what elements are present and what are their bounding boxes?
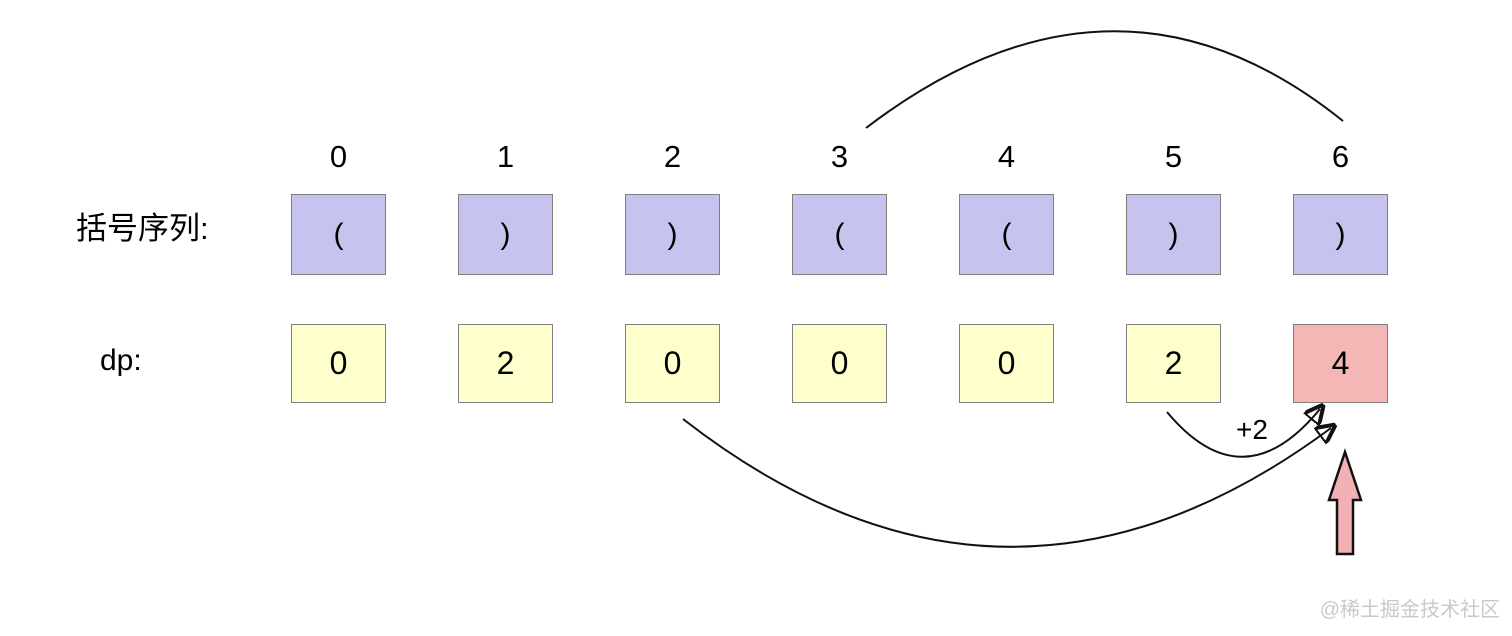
index-label-0: 0 xyxy=(329,139,348,174)
column-3: 3 ( 0 xyxy=(792,0,887,636)
index-label-4: 4 xyxy=(997,139,1016,174)
paren-cell-6: ) xyxy=(1293,194,1388,275)
paren-cell-0: ( xyxy=(291,194,386,275)
column-1: 1 ) 2 xyxy=(458,0,553,636)
watermark: @稀土掘金技术社区 xyxy=(1319,599,1500,621)
index-label-5: 5 xyxy=(1164,139,1183,174)
dp-cell-4: 0 xyxy=(959,324,1054,403)
dp-cell-1: 2 xyxy=(458,324,553,403)
paren-cell-4: ( xyxy=(959,194,1054,275)
dp-cell-6-highlighted: 4 xyxy=(1293,324,1388,403)
column-6: 6 ) 4 xyxy=(1293,0,1388,636)
column-5: 5 ) 2 xyxy=(1126,0,1221,636)
column-0: 0 ( 0 xyxy=(291,0,386,636)
paren-cell-1: ) xyxy=(458,194,553,275)
column-4: 4 ( 0 xyxy=(959,0,1054,636)
paren-cell-5: ) xyxy=(1126,194,1221,275)
dp-cell-3: 0 xyxy=(792,324,887,403)
column-2: 2 ) 0 xyxy=(625,0,720,636)
matched-pair-arc-icon xyxy=(865,30,1344,129)
dp-cell-0: 0 xyxy=(291,324,386,403)
paren-cell-2: ) xyxy=(625,194,720,275)
dp-row-label: dp: xyxy=(100,344,142,377)
paren-cell-3: ( xyxy=(792,194,887,275)
index-label-1: 1 xyxy=(496,139,515,174)
dp-cell-5: 2 xyxy=(1126,324,1221,403)
index-label-2: 2 xyxy=(663,139,682,174)
dp-cell-2: 0 xyxy=(625,324,720,403)
sequence-row-label: 括号序列: xyxy=(76,211,209,246)
index-label-6: 6 xyxy=(1331,139,1350,174)
index-label-3: 3 xyxy=(830,139,849,174)
plus-two-label: +2 xyxy=(1236,414,1268,445)
